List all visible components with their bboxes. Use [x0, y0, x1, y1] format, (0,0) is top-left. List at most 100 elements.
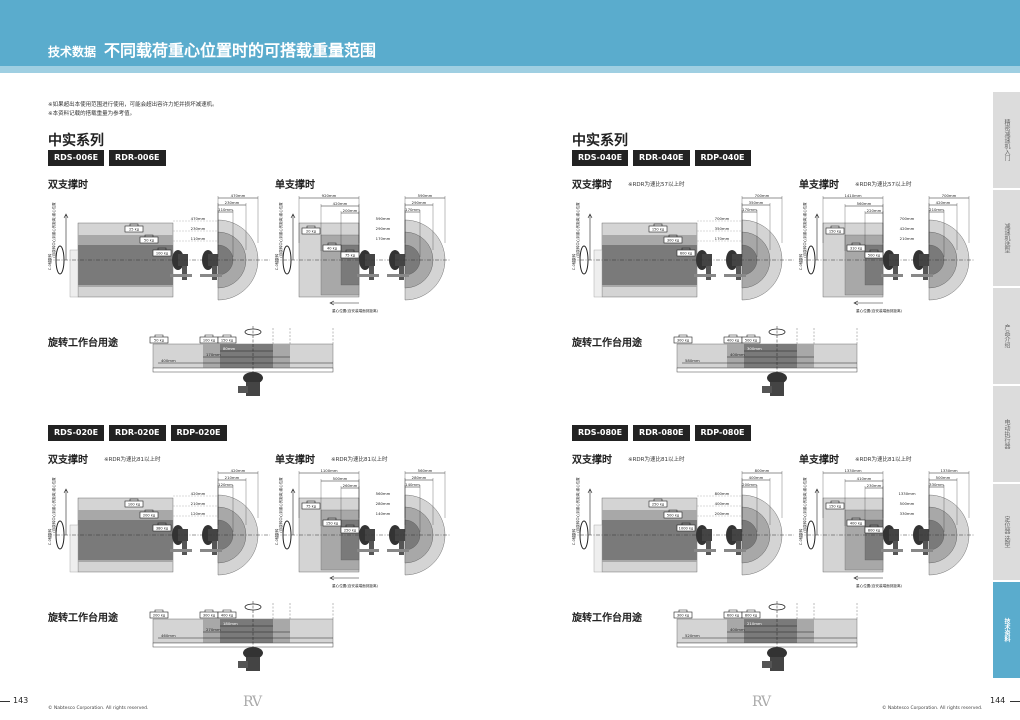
weight-label: 300 kg	[667, 239, 679, 243]
cg-arrow	[329, 575, 359, 581]
double-support-label: 双支撑时	[48, 455, 88, 466]
double-support-note: ※RDR为速比57以上时	[628, 182, 685, 188]
axis-label: (自旋转中心到重心的距离)重心位置	[575, 477, 580, 533]
weight-badge: 250 kg	[340, 524, 360, 534]
side-tab-3[interactable]: 产品介绍	[993, 288, 1020, 384]
weight-badge: 500 kg	[864, 249, 884, 259]
robot-icon	[357, 250, 379, 280]
dimension-label: 280mm	[412, 475, 427, 480]
dimension-label: 140mm	[405, 482, 420, 487]
weight-badge: 500 kg	[663, 509, 683, 519]
turntable-base	[676, 367, 858, 373]
weight-badge: 800 kg	[741, 609, 761, 619]
weight-badge: 150 kg	[322, 517, 342, 527]
weight-badge: 400 kg	[217, 609, 237, 619]
model-badge: RDR-006E	[109, 150, 166, 166]
weight-badge: 150 kg	[825, 500, 845, 510]
dimension-label: 410mm	[857, 476, 872, 481]
dimension-label: 420mm	[900, 226, 915, 231]
turntable-base	[152, 367, 334, 373]
robot-icon	[881, 525, 903, 555]
single-support-label: 单支撑时	[275, 455, 315, 466]
title-text: 不同载荷重心位置时的可搭载重量范围	[104, 41, 377, 60]
dimension-label: 400mm	[730, 352, 745, 357]
dimension-label: 80mm	[223, 346, 236, 351]
table-zone-dark	[744, 344, 797, 368]
dimension-label: 170mm	[376, 236, 391, 241]
weight-label: 380 kg	[156, 527, 168, 531]
side-tab-1[interactable]: 精密减速机入门	[993, 92, 1020, 188]
dimension-label: 420mm	[936, 200, 951, 205]
dimension-label: 700mm	[900, 216, 915, 221]
cg-position-label: 重心位置(自安装端面到距离)	[332, 583, 379, 588]
weight-label: 400 kg	[221, 614, 233, 618]
copyright-right: © Nabtesco Corporation. All rights reser…	[882, 706, 983, 711]
axis-arrow	[290, 213, 296, 260]
weight-badge: 300 kg	[199, 609, 219, 619]
dimension-label: 170mm	[405, 207, 420, 212]
note-2: ※本资料记载的搭载重量为参考值。	[48, 111, 136, 117]
weight-badge: 150 kg	[648, 223, 668, 233]
page-number-left: 143	[13, 696, 29, 705]
model-badge: RDS-080E	[572, 425, 629, 441]
load-zone-dark	[864, 244, 884, 286]
weight-badge: 100 kg	[199, 334, 219, 344]
support-stand	[69, 249, 79, 298]
dimension-label: 270mm	[206, 627, 221, 632]
weight-badge: 100 kg	[152, 247, 172, 257]
dimension-label: 420mm	[333, 201, 348, 206]
cg-position-label: 重心位置(自安装端面到距离)	[856, 308, 903, 313]
dimension-label: 290mm	[412, 200, 427, 205]
header-band	[0, 0, 1020, 66]
dimension-label: 700mm	[942, 193, 957, 198]
weight-badge: 1000 kg	[676, 522, 696, 532]
axis-label: (自旋转中心到重心的距离)重心位置	[278, 477, 283, 533]
robot-icon	[170, 250, 192, 280]
double-support-label: 双支撑时	[572, 455, 612, 466]
dimension-label: 260mm	[343, 483, 358, 488]
weight-label: 150 kg	[221, 339, 233, 343]
dimension-label: 520mm	[685, 633, 700, 638]
dimension-label: 110mm	[218, 207, 233, 212]
weight-label: 500 kg	[745, 339, 757, 343]
dimension-label: 220mm	[867, 208, 882, 213]
axis-arrow	[63, 213, 69, 260]
weight-badge: 75 kg	[340, 249, 360, 259]
page-title: 技术数据 不同载荷重心位置时的可搭载重量范围	[48, 37, 376, 61]
dimension-label: 200mm	[715, 511, 730, 516]
dimension-label: 700mm	[715, 216, 730, 221]
copyright-left: © Nabtesco Corporation. All rights reser…	[48, 706, 149, 711]
dimension-label: 210mm	[191, 501, 206, 506]
dimension-label: 590mm	[418, 193, 433, 198]
side-tab-2[interactable]: 减速机选型	[993, 190, 1020, 286]
weight-badge: 600 kg	[676, 247, 696, 257]
dimension-label: 200mm	[343, 208, 358, 213]
notes: ※如果超出本使用范围进行使用，可能会超出容许力矩并损坏减速机。 ※本资料记载的搭…	[48, 101, 218, 119]
support-stand	[593, 249, 603, 298]
side-tab-4[interactable]: 电动执行器	[993, 386, 1020, 482]
double-support-diagram: (自旋转中心到重心的距离)重心位置C-0轴旋转700mm700mm350mm35…	[571, 193, 794, 301]
robot-icon	[170, 525, 192, 555]
side-tab-6-active[interactable]: 技术资料	[993, 582, 1020, 678]
weight-badge: 150 kg	[825, 225, 845, 235]
series-title-right: 中实系列	[572, 133, 628, 149]
weight-label: 50 kg	[144, 239, 154, 243]
weight-label: 250 kg	[652, 503, 664, 507]
rotate-icon	[768, 603, 786, 611]
double-support-label: 双支撑时	[572, 180, 612, 191]
side-tab-5[interactable]: 定位器 选型	[993, 484, 1020, 580]
load-zone-dark	[340, 244, 360, 286]
load-zone-dark	[864, 519, 884, 561]
dimension-label: 300mm	[747, 346, 762, 351]
rotate-icon	[244, 603, 262, 611]
dimension-label: 350mm	[715, 226, 730, 231]
model-badge: RDR-080E	[633, 425, 690, 441]
single-support-diagram: (自旋转中心到重心的距离)重心位置C-0轴旋转1100mm500mm260mm5…	[274, 468, 450, 588]
dimension-label: 120mm	[218, 482, 233, 487]
c-axis-label: C-0轴旋转	[274, 253, 279, 270]
